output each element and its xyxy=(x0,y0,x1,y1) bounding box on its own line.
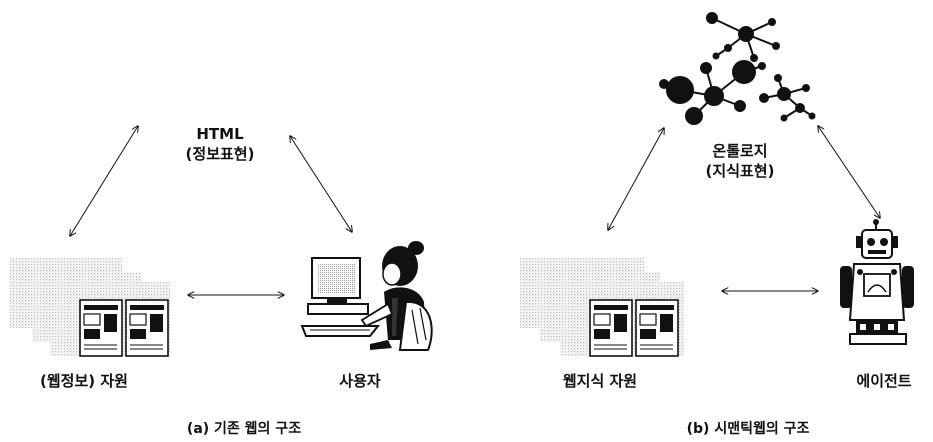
arrow-resource-html xyxy=(70,126,138,236)
web-pages-icon xyxy=(520,258,684,357)
left-caption: (a) 기존 웹의 구조 xyxy=(186,421,302,437)
robot-agent-icon xyxy=(840,219,914,345)
html-label: HTML xyxy=(196,125,244,143)
arrow-ontology-agent xyxy=(818,126,880,218)
user-at-computer-icon xyxy=(300,241,433,351)
web-resource-label: (웹정보) 자원 xyxy=(40,372,128,390)
arrow-html-user xyxy=(290,136,352,232)
arrow-knowledge-ontology xyxy=(608,128,664,230)
user-label: 사용자 xyxy=(339,372,381,390)
web-pages-icon xyxy=(10,258,170,357)
right-caption: (b) 시맨틱웹의 구조 xyxy=(686,421,810,437)
ontology-network-icon xyxy=(659,12,816,125)
html-sublabel: (정보표현) xyxy=(185,145,255,163)
ontology-label: 온톨로지 xyxy=(712,142,768,160)
agent-label: 에이전트 xyxy=(856,372,912,390)
web-knowledge-label: 웹지식 자원 xyxy=(562,372,638,390)
ontology-sublabel: (지식표현) xyxy=(705,162,775,180)
